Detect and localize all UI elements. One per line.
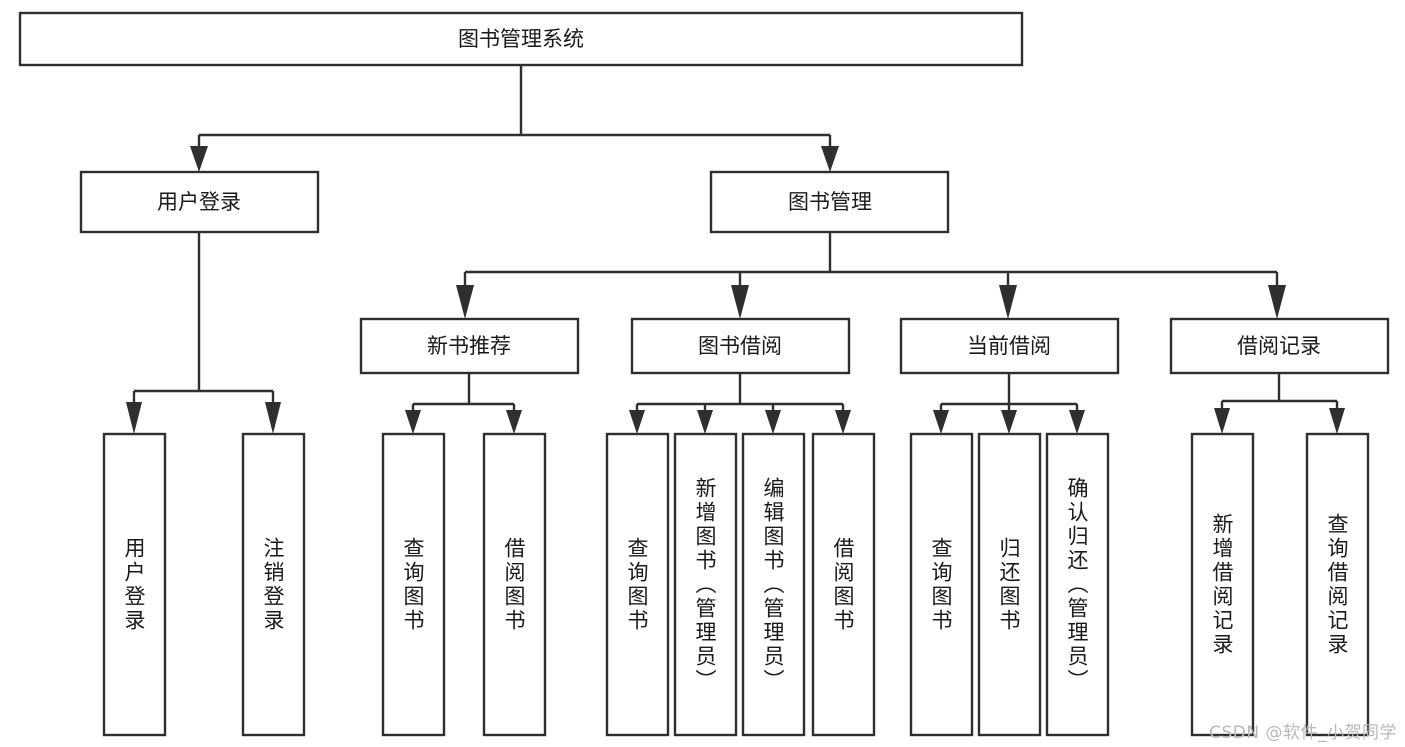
arrow-head-leaf-return-book [1001,410,1017,434]
arrow-head-leaf-borrow-book-1 [506,410,522,434]
leaf-borrow-book-2-box [811,432,876,737]
arrow-head-borrow-record [1268,285,1286,319]
leaf-query-record-label: 查询借阅记录 [1325,513,1349,657]
node-new-book-recommend-label: 新书推荐 [427,334,511,358]
arrow-head-leaf-add-record [1214,408,1230,434]
arrow-head-leaf-edit-book [765,410,781,434]
node-new-book-recommend-box [359,317,580,375]
leaf-user-login-box [102,432,167,737]
node-borrow-record[interactable]: 借阅记录 [1169,317,1390,375]
leaf-query-book-3[interactable]: 查询图书 [909,432,974,737]
leaf-add-record[interactable]: 新增借阅记录 [1190,432,1255,737]
leaf-add-book-label: 新增图书（管理员） [693,477,717,693]
leaf-add-book[interactable]: 新增图书（管理员） [673,432,738,737]
node-user-login[interactable]: 用户登录 [79,170,320,234]
node-book-borrow-label: 图书借阅 [698,334,782,358]
arrow-head-book-borrow [731,285,749,319]
leaf-query-book-3-box [909,432,974,737]
node-current-borrow-box [899,317,1120,375]
leaf-user-login[interactable]: 用户登录 [102,432,167,737]
leaf-return-book[interactable]: 归还图书 [977,432,1042,737]
node-current-borrow-label: 当前借阅 [967,334,1051,358]
arrow-head-leaf-logout [265,402,281,434]
leaf-confirm-return-box [1045,432,1110,737]
leaf-logout-login-box [241,432,306,737]
leaf-edit-book-box [741,432,806,737]
arrow-head-leaf-user-login [126,402,142,434]
arrow-head-leaf-query-book-1 [405,410,421,434]
node-user-login-label: 用户登录 [157,190,241,214]
arrow-head-leaf-query-book-2 [629,410,645,434]
arrow-head-new-book-recommend [456,285,474,319]
leaf-query-book-1-box [381,432,446,737]
leaf-borrow-book-2[interactable]: 借阅图书 [811,432,876,737]
leaf-query-book-2-box [605,432,670,737]
arrow-head-leaf-borrow-book-2 [835,410,851,434]
leaf-return-book-label: 归还图书 [997,537,1021,633]
node-root-box [18,11,1024,67]
arrow-head-current-borrow [999,285,1017,319]
leaf-borrow-book-1[interactable]: 借阅图书 [482,432,547,737]
node-current-borrow[interactable]: 当前借阅 [899,317,1120,375]
leaf-borrow-book-1-label: 借阅图书 [502,537,526,633]
leaf-add-record-box [1190,432,1255,737]
leaf-add-book-box [673,432,738,737]
node-borrow-record-label: 借阅记录 [1237,334,1321,358]
leaf-edit-book[interactable]: 编辑图书（管理员） [741,432,806,737]
arrow-head-leaf-query-book-3 [933,410,949,434]
node-root[interactable]: 图书管理系统 [18,11,1024,67]
node-root-label: 图书管理系统 [458,27,584,51]
node-book-management-box [709,170,950,234]
node-new-book-recommend[interactable]: 新书推荐 [359,317,580,375]
leaf-query-book-1-label: 查询图书 [401,537,425,633]
leaf-query-record[interactable]: 查询借阅记录 [1305,432,1370,737]
leaf-borrow-book-1-box [482,432,547,737]
leaf-borrow-book-2-label: 借阅图书 [831,537,855,633]
arrow-head-user-login [190,146,208,172]
leaf-query-book-2[interactable]: 查询图书 [605,432,670,737]
node-book-management-label: 图书管理 [788,190,872,214]
leaf-logout-login[interactable]: 注销登录 [241,432,306,737]
arrow-head-leaf-confirm-return [1069,410,1085,434]
leaf-query-book-3-label: 查询图书 [929,537,953,633]
leaf-add-record-label: 新增借阅记录 [1210,513,1234,657]
leaf-edit-book-label: 编辑图书（管理员） [761,477,785,693]
node-book-borrow[interactable]: 图书借阅 [630,317,851,375]
leaf-confirm-return-label: 确认归还（管理员） [1065,477,1089,693]
arrow-head-leaf-add-book [697,410,713,434]
leaf-return-book-box [977,432,1042,737]
leaf-query-record-box [1305,432,1370,737]
leaf-confirm-return[interactable]: 确认归还（管理员） [1045,432,1110,737]
node-book-management[interactable]: 图书管理 [709,170,950,234]
leaf-query-book-1[interactable]: 查询图书 [381,432,446,737]
leaf-query-book-2-label: 查询图书 [625,537,649,633]
arrow-head-leaf-query-record [1329,408,1345,434]
leaf-user-login-label: 用户登录 [122,537,146,633]
node-book-borrow-box [630,317,851,375]
leaf-logout-login-label: 注销登录 [261,537,285,633]
node-borrow-record-box [1169,317,1390,375]
arrow-head-book-management [821,146,839,172]
